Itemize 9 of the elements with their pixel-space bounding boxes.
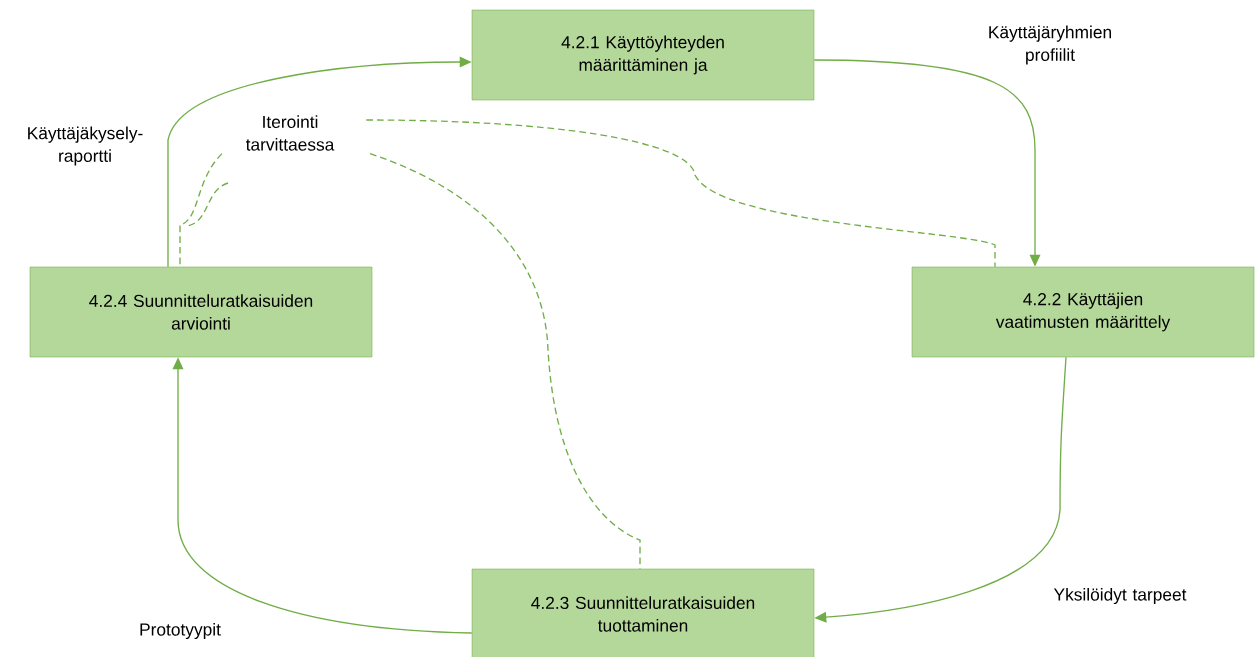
process-box: 4.2.1 Käyttöyhteyden määrittäminen ja [471,9,815,101]
process-box: 4.2.3 Suunnitteluratkaisuiden tuottaminen [471,568,815,657]
edge-label: Prototyypit [140,622,221,640]
edge-label: Käyttäjäryhmien profiilit [989,25,1111,65]
process-box: 4.2.4 Suunnitteluratkaisuiden arviointi [29,266,373,358]
edge-label: Yksilöidyt tarpeet [1053,587,1187,605]
edge-label: Käyttäjäkysely-raportti [28,126,143,166]
process-box: 4.2.2 Käyttäjien vaatimusten määrittely [911,266,1255,358]
note-text: Iterointi tarvittaessa [245,115,335,151]
